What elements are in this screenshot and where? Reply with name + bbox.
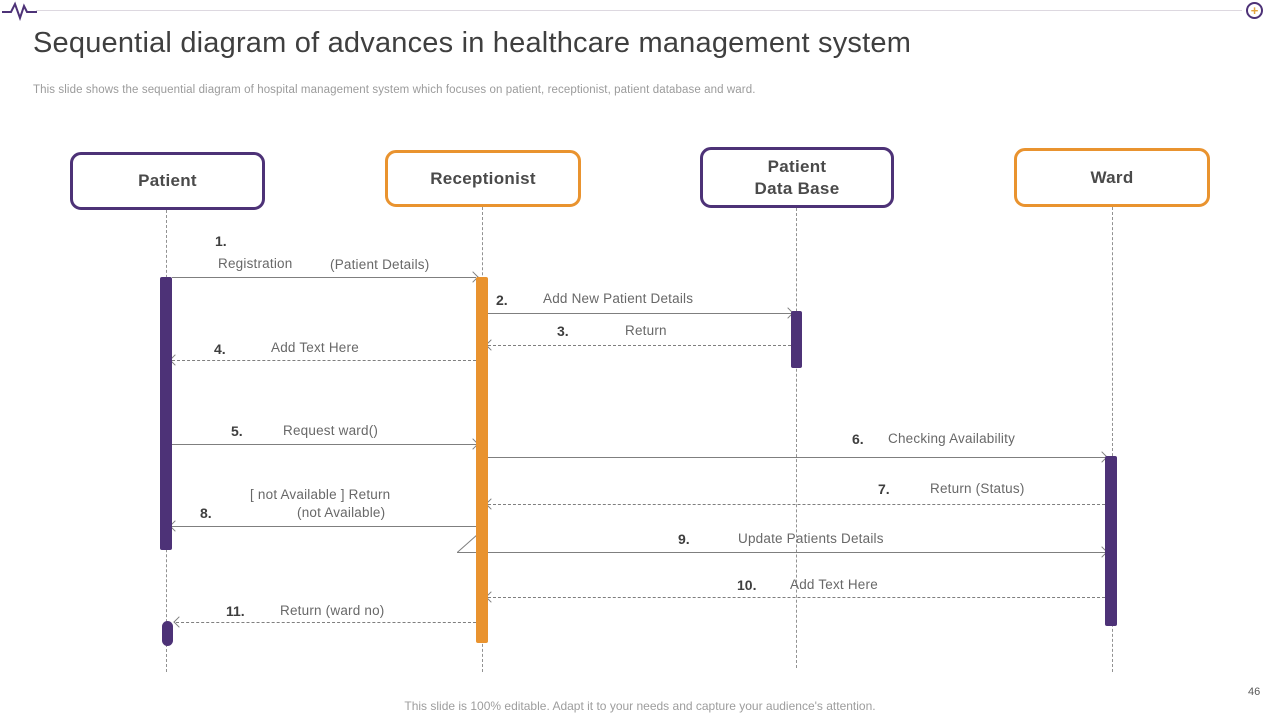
message-label: (Patient Details) bbox=[330, 257, 430, 272]
message-number: 3. bbox=[557, 323, 569, 339]
message-label: Return (ward no) bbox=[280, 603, 385, 618]
message-number: 8. bbox=[200, 505, 212, 521]
message-arrow bbox=[485, 339, 791, 351]
actor-label: Data Base bbox=[754, 178, 840, 198]
message-number: 2. bbox=[496, 292, 508, 308]
message-number: 7. bbox=[878, 481, 890, 497]
message-arrow bbox=[485, 591, 1105, 603]
message-arrow bbox=[485, 498, 1105, 510]
message-label: Request ward() bbox=[283, 423, 379, 438]
lifeline-patient-database bbox=[796, 208, 797, 668]
actor-label: Receptionist bbox=[430, 168, 536, 188]
message-arrow bbox=[172, 271, 479, 283]
message-number: 6. bbox=[852, 431, 864, 447]
actor-patient-database: Patient Data Base bbox=[700, 147, 894, 208]
message-number: 4. bbox=[214, 341, 226, 357]
circle-plus-icon[interactable]: + bbox=[1246, 2, 1263, 19]
actor-label: Patient bbox=[767, 157, 827, 177]
message-label: Return (Status) bbox=[930, 481, 1025, 496]
message-arrow bbox=[169, 354, 476, 366]
message-number: 11. bbox=[226, 603, 245, 619]
message-number: 5. bbox=[231, 423, 243, 439]
message-label: Registration bbox=[218, 256, 293, 271]
message-label: Update Patients Details bbox=[738, 531, 884, 546]
page-number: 46 bbox=[1248, 686, 1261, 698]
actor-receptionist: Receptionist bbox=[385, 150, 581, 207]
message-label: Add Text Here bbox=[790, 577, 878, 592]
arrowhead-icon bbox=[173, 616, 185, 628]
message-arrow bbox=[488, 451, 1108, 463]
ecg-pulse-icon bbox=[2, 1, 37, 21]
page-title: Sequential diagram of advances in health… bbox=[33, 27, 912, 59]
activation-patient bbox=[160, 277, 172, 550]
activation-receptionist bbox=[476, 277, 488, 643]
actor-patient: Patient bbox=[70, 152, 265, 210]
actor-ward: Ward bbox=[1014, 148, 1210, 207]
message-arrow bbox=[169, 520, 476, 532]
lifeline-ward bbox=[1112, 207, 1113, 672]
message-label: Add New Patient Details bbox=[543, 291, 694, 306]
activation-patient-end bbox=[162, 621, 173, 646]
message-number: 10. bbox=[737, 577, 757, 593]
actor-label: Ward bbox=[1090, 167, 1134, 187]
footer-note: This slide is 100% editable. Adapt it to… bbox=[404, 699, 876, 713]
message-number: 1. bbox=[215, 233, 227, 249]
message-arrow bbox=[173, 616, 476, 628]
message-label: [ not Available ] Return bbox=[250, 487, 391, 502]
message-label: (not Available) bbox=[297, 505, 386, 520]
header-divider bbox=[36, 10, 1242, 11]
page-subtitle: This slide shows the sequential diagram … bbox=[33, 84, 756, 96]
message-arrow bbox=[172, 438, 479, 450]
message-label: Return bbox=[625, 323, 667, 338]
message-label: Checking Availability bbox=[888, 431, 1016, 446]
activation-patient-database bbox=[791, 311, 802, 368]
message-label: Add Text Here bbox=[271, 340, 359, 355]
message-number: 9. bbox=[678, 531, 690, 547]
actor-label: Patient bbox=[138, 171, 197, 191]
message-arrow bbox=[488, 307, 794, 319]
message-arrow bbox=[457, 546, 1108, 558]
activation-ward bbox=[1105, 456, 1117, 626]
